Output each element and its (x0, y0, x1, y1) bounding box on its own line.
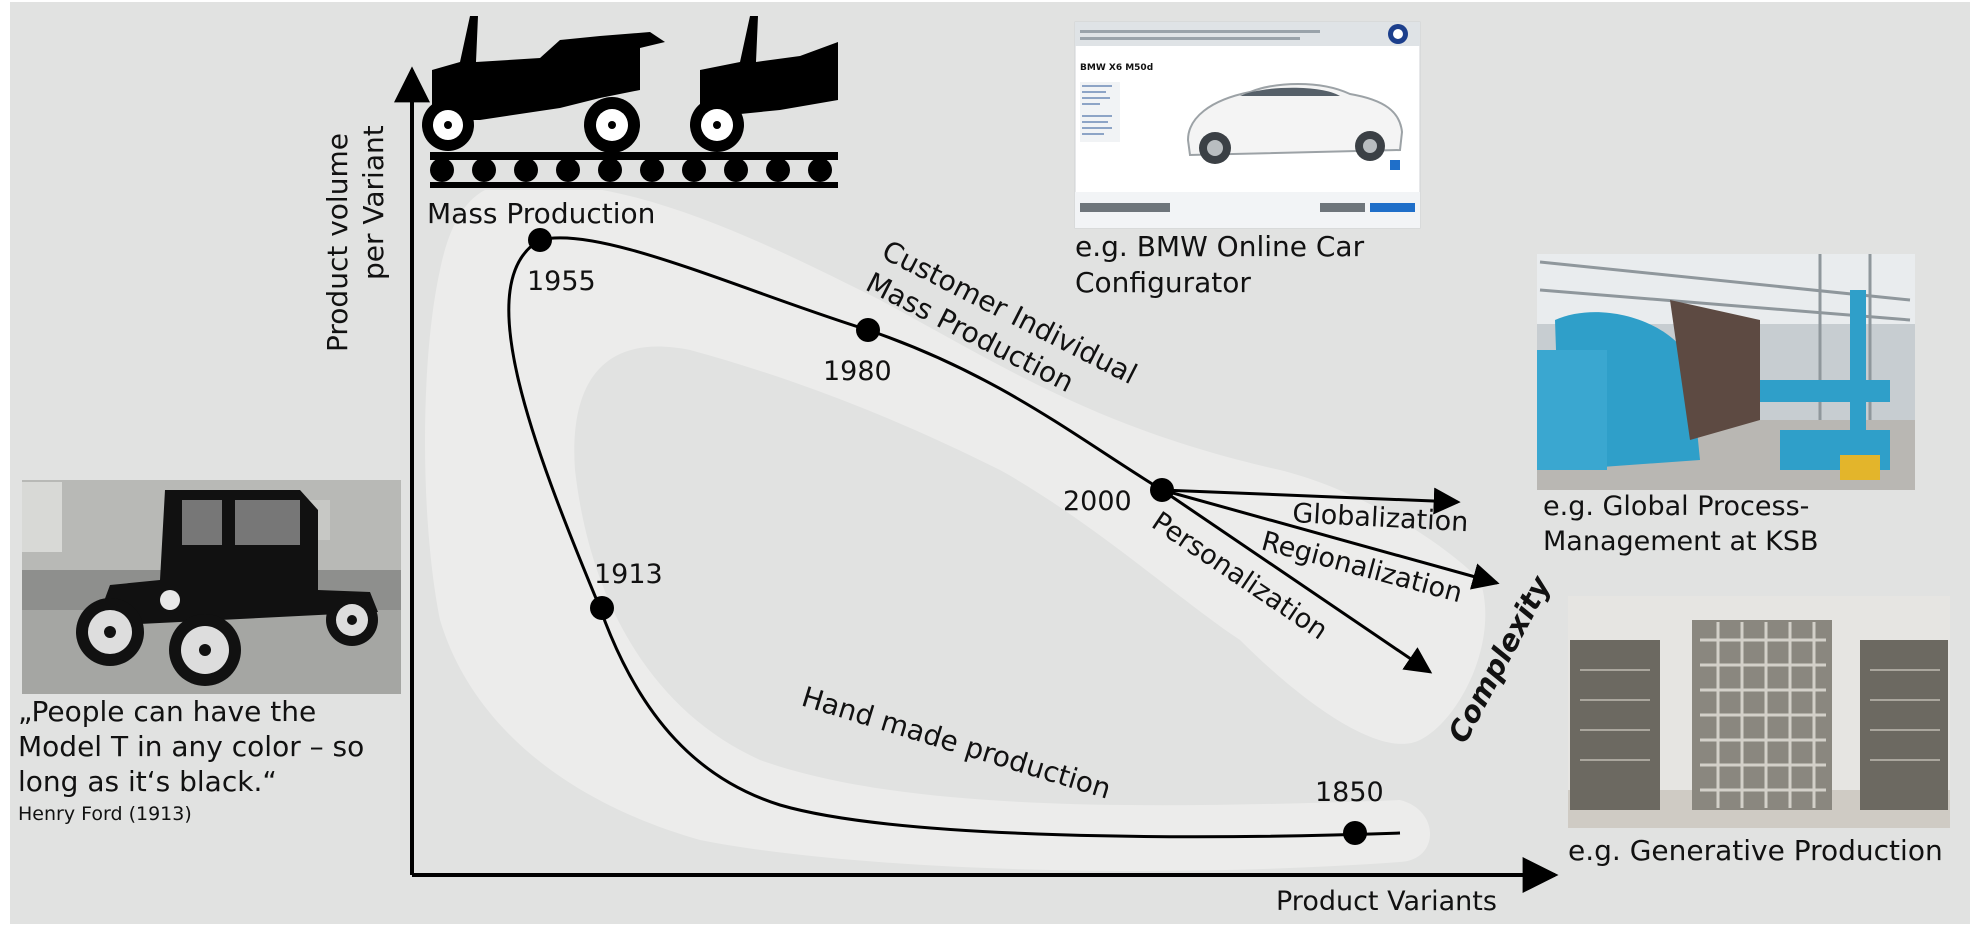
milestone-2000-label: 2000 (1063, 486, 1132, 517)
bmw-example-caption: e.g. BMW Online Car (1075, 230, 1365, 263)
evolution-band (425, 182, 1486, 871)
milestone-1850-label: 1850 (1315, 777, 1384, 808)
milestone-1955-dot (528, 228, 552, 252)
milestone-1913-dot (590, 596, 614, 620)
milestone-2000-dot (1150, 478, 1174, 502)
model-t-production-line-icon (422, 10, 840, 190)
generative-example-caption: e.g. Generative Production (1568, 834, 1943, 867)
quote-line-3: long as it‘s black.“ (18, 765, 277, 798)
evolution-curve (507, 236, 1401, 839)
model-t-car-photo (22, 480, 401, 694)
x-axis-label: Product Variants (1276, 886, 1497, 917)
milestone-1955-label: 1955 (527, 266, 596, 297)
generative-lattice-photo (1568, 596, 1950, 828)
bmw-configurator-screenshot: BMW X6 M50d (1074, 21, 1421, 229)
milestone-1980-label: 1980 (823, 356, 892, 387)
milestone-1850-dot (1343, 821, 1367, 845)
milestone-1913-label: 1913 (594, 559, 663, 590)
mass-production-label: Mass Production (427, 197, 655, 230)
bmw-page-title: BMW X6 M50d (1080, 63, 1153, 73)
personalization-arrow (1161, 488, 1433, 674)
y-axis-label: Product volume (321, 133, 354, 352)
milestone-1980-dot (856, 318, 880, 342)
regionalization-arrow (1161, 488, 1500, 590)
ksb-factory-photo (1537, 254, 1915, 490)
quote-author: Henry Ford (1913) (18, 803, 192, 825)
quote-line-1: „People can have the (18, 695, 316, 728)
quote-line-2: Model T in any color – so (18, 730, 364, 763)
globalization-arrow (1161, 487, 1461, 515)
ksb-example-caption: e.g. Global Process- (1543, 491, 1809, 522)
y-axis-label-line2: per Variant (357, 125, 390, 280)
ksb-example-caption-line2: Management at KSB (1543, 526, 1819, 557)
bmw-example-caption-line2: Configurator (1075, 266, 1251, 299)
